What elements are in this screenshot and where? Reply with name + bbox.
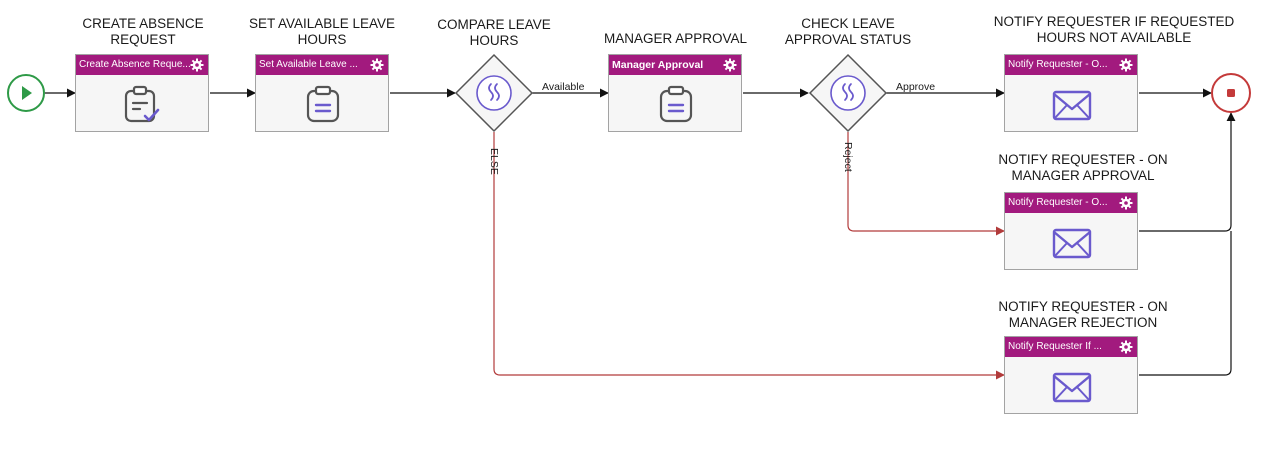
step-title-set-leave-hours: SET AVAILABLE LEAVE HOURS	[248, 16, 396, 47]
step-title-check-status: CHECK LEAVE APPROVAL STATUS	[784, 16, 912, 47]
edge-label-approve: Approve	[896, 81, 935, 93]
task-label: Manager Approval	[612, 59, 704, 71]
task-header: Manager Approval	[609, 55, 741, 75]
task-header: Notify Requester - O...	[1005, 193, 1137, 213]
task-header: Create Absence Reque...	[76, 55, 208, 75]
task-header: Notify Requester - O...	[1005, 55, 1137, 75]
task-notify-on-approval[interactable]: Notify Requester - O...	[1004, 192, 1138, 270]
clipboard-list-icon	[306, 85, 340, 123]
task-notify-on-rejection[interactable]: Notify Requester If ...	[1004, 336, 1138, 414]
step-title-compare-leave: COMPARE LEAVE HOURS	[437, 17, 551, 48]
envelope-icon	[1052, 372, 1092, 403]
edge-label-reject: Reject	[842, 142, 854, 172]
decision-wave-icon	[842, 83, 854, 101]
task-label: Set Available Leave ...	[259, 59, 358, 70]
play-icon	[22, 86, 32, 100]
task-create-absence-request[interactable]: Create Absence Reque...	[75, 54, 209, 132]
envelope-icon	[1052, 228, 1092, 259]
clipboard-check-icon	[124, 85, 160, 123]
clipboard-list-icon	[659, 85, 693, 123]
alt-connectors	[493, 132, 1005, 380]
step-title-notify-approval: NOTIFY REQUESTER - ON MANAGER APPROVAL	[998, 152, 1168, 183]
envelope-icon	[1052, 90, 1092, 121]
decision-wave-icon	[488, 83, 500, 101]
task-header: Set Available Leave ...	[256, 55, 388, 75]
connectors	[45, 88, 1236, 376]
step-title-create-absence: CREATE ABSENCE REQUEST	[82, 16, 204, 47]
step-title-notify-rejection: NOTIFY REQUESTER - ON MANAGER REJECTION	[998, 299, 1168, 330]
stop-icon	[1227, 89, 1235, 97]
end-event[interactable]	[1211, 73, 1251, 113]
flow-reject-branch	[847, 132, 1005, 236]
gateway-check-approval-status[interactable]	[808, 53, 888, 133]
step-title-notify-not-available: NOTIFY REQUESTER IF REQUESTED HOURS NOT …	[993, 14, 1235, 45]
step-title-manager-approval: MANAGER APPROVAL	[603, 31, 748, 46]
start-event[interactable]	[7, 74, 45, 112]
flow-rejection-notify-to-end	[1139, 231, 1232, 376]
edge-label-available: Available	[542, 81, 585, 93]
gear-icon[interactable]	[1119, 58, 1133, 72]
task-label: Notify Requester If ...	[1008, 341, 1102, 352]
task-label: Create Absence Reque...	[79, 59, 191, 70]
gateway-compare-leave-hours[interactable]	[454, 53, 534, 133]
task-header: Notify Requester If ...	[1005, 337, 1137, 357]
gear-icon[interactable]	[370, 58, 384, 72]
task-manager-approval[interactable]: Manager Approval	[608, 54, 742, 132]
gear-icon[interactable]	[723, 58, 737, 72]
gear-icon[interactable]	[190, 58, 204, 72]
task-notify-not-available[interactable]: Notify Requester - O...	[1004, 54, 1138, 132]
task-label: Notify Requester - O...	[1008, 59, 1108, 70]
flow-approval-notify-to-end	[1139, 112, 1236, 232]
task-set-available-leave-hours[interactable]: Set Available Leave ...	[255, 54, 389, 132]
task-label: Notify Requester - O...	[1008, 197, 1108, 208]
gear-icon[interactable]	[1119, 196, 1133, 210]
edge-label-else: ELSE	[488, 148, 500, 175]
flow-else-branch	[493, 132, 1005, 380]
gear-icon[interactable]	[1119, 340, 1133, 354]
